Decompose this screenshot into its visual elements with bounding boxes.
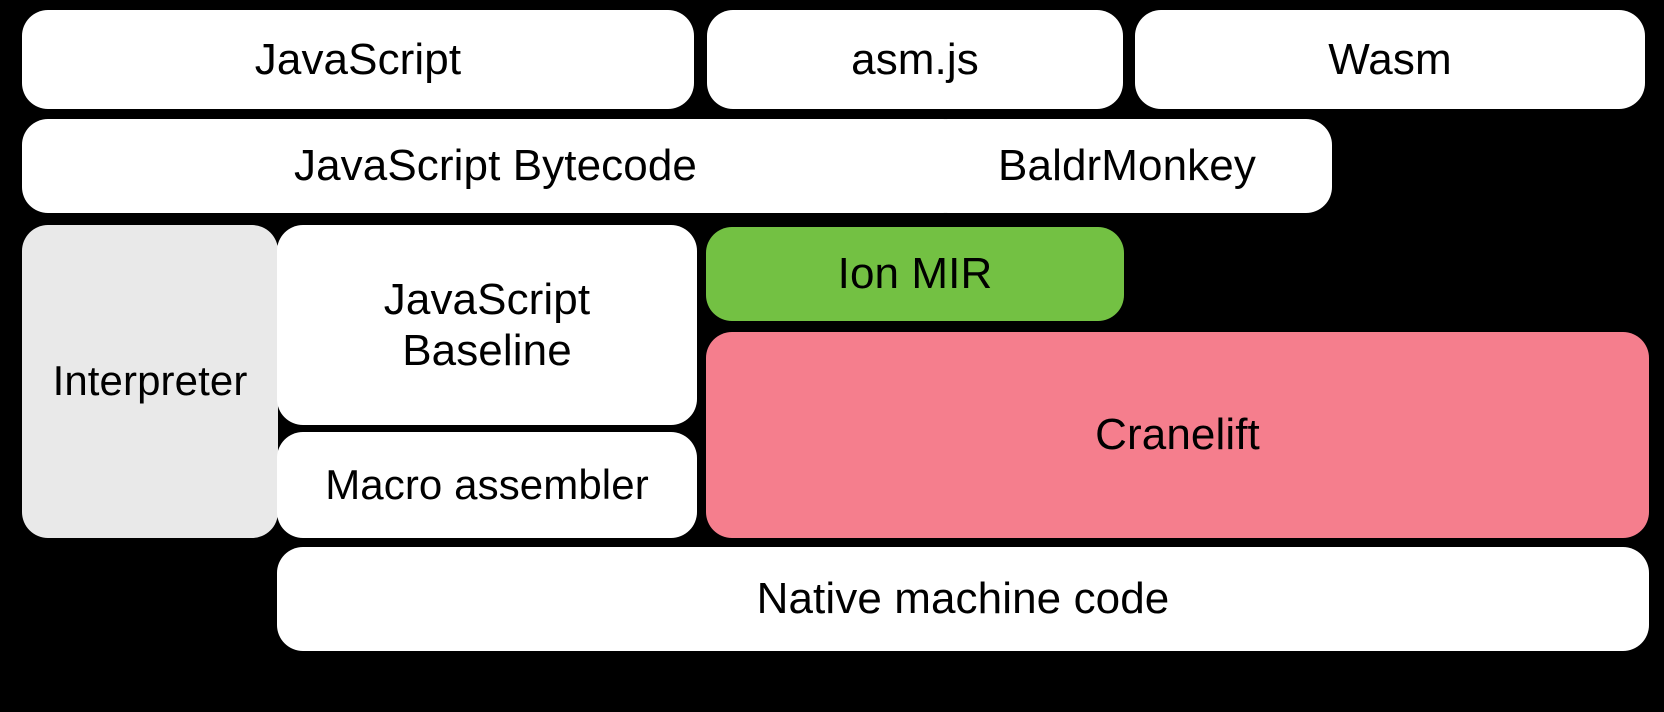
node-javascript: JavaScript: [22, 10, 694, 109]
node-wasm: Wasm: [1135, 10, 1645, 109]
node-native-machine-code: Native machine code: [277, 547, 1649, 651]
node-cranelift: Cranelift: [706, 332, 1649, 538]
node-javascript-bytecode: JavaScript Bytecode: [22, 119, 969, 213]
node-ion-mir: Ion MIR: [706, 227, 1124, 321]
node-macro-assembler: Macro assembler: [277, 432, 697, 538]
node-baldrmonkey: BaldrMonkey: [922, 119, 1332, 213]
node-interpreter: Interpreter: [22, 225, 278, 538]
node-javascript-baseline: JavaScript Baseline: [277, 225, 697, 425]
node-asm-js: asm.js: [707, 10, 1123, 109]
